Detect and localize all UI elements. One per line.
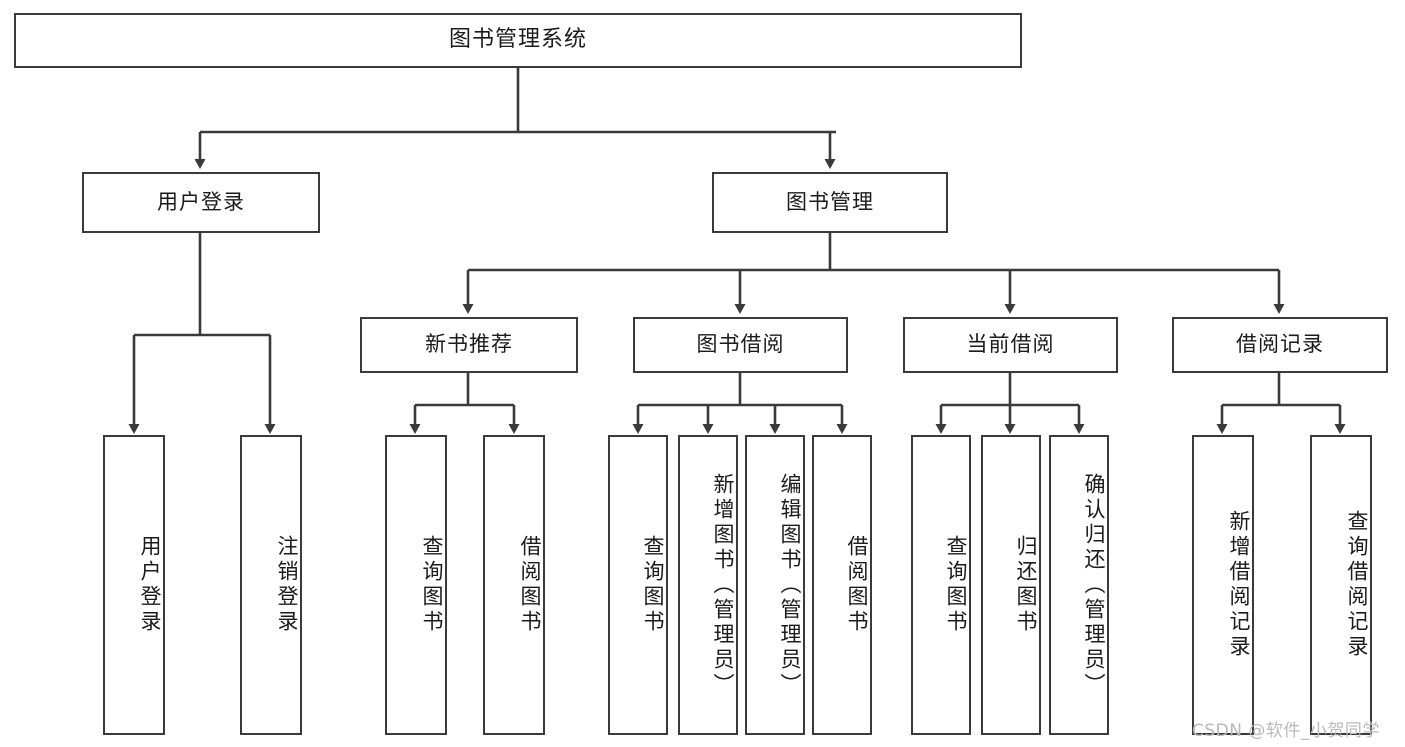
leaf-current-return-book[interactable]: 归还图书: [981, 435, 1041, 735]
leaf-borrow-query-book[interactable]: 查询图书: [608, 435, 668, 735]
leaf-borrow-add-book-admin[interactable]: 新增图书（管理员）: [678, 435, 738, 735]
node-book-borrow[interactable]: 图书借阅: [633, 317, 848, 373]
node-current-borrow[interactable]: 当前借阅: [903, 317, 1118, 373]
node-book-management[interactable]: 图书管理: [712, 172, 948, 233]
leaf-user-login-login[interactable]: 用户登录: [103, 435, 165, 735]
node-user-login[interactable]: 用户登录: [82, 172, 320, 233]
leaf-borrow-borrow-book[interactable]: 借阅图书: [812, 435, 872, 735]
leaf-record-query-borrow-record[interactable]: 查询借阅记录: [1310, 435, 1372, 735]
leaf-current-query-book[interactable]: 查询图书: [911, 435, 971, 735]
leaf-user-login-logout[interactable]: 注销登录: [240, 435, 302, 735]
leaf-new-book-query[interactable]: 查询图书: [385, 435, 447, 735]
leaf-borrow-edit-book-admin[interactable]: 编辑图书（管理员）: [745, 435, 805, 735]
node-borrow-records[interactable]: 借阅记录: [1172, 317, 1388, 373]
csdn-watermark: CSDN @软件_小贺同学: [1192, 721, 1380, 741]
leaf-current-confirm-return-admin[interactable]: 确认归还（管理员）: [1049, 435, 1109, 735]
leaf-new-book-borrow[interactable]: 借阅图书: [483, 435, 545, 735]
node-new-book-recommend[interactable]: 新书推荐: [360, 317, 578, 373]
leaf-record-add-borrow-record[interactable]: 新增借阅记录: [1192, 435, 1254, 735]
node-root-library-system[interactable]: 图书管理系统: [14, 13, 1022, 68]
